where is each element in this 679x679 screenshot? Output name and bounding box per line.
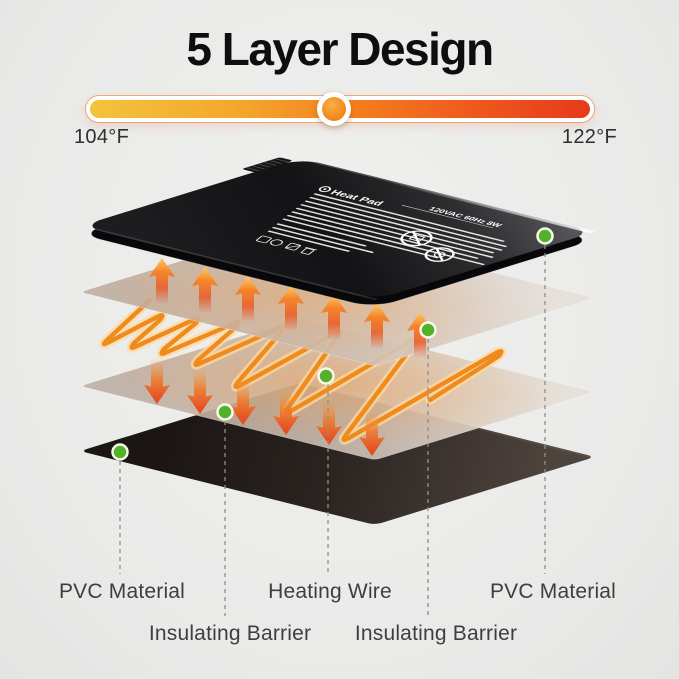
- pad-surface: [92, 161, 583, 297]
- certification-icons: [255, 235, 318, 255]
- callout-dot-heating-wire: [317, 367, 335, 385]
- temperature-slider: [86, 92, 594, 126]
- heat-pad-layer: Heat Pad 120VAC 60Hz 8W: [80, 157, 595, 305]
- callout-dot-pvc-left: [111, 443, 129, 461]
- callout-label-heating-wire: Heating Wire: [268, 580, 392, 603]
- brand-logo-icon: [318, 186, 332, 193]
- cable-strain-relief: [243, 157, 292, 172]
- no-cover-icon: [424, 247, 455, 262]
- slider-handle: [317, 92, 351, 126]
- page-title: 5 Layer Design: [186, 23, 494, 75]
- callout-dot-insulating-left: [216, 403, 234, 421]
- callout-label-insulating-right: Insulating Barrier: [354, 622, 518, 645]
- pad-gloss-highlight: [384, 180, 595, 233]
- callout-dot-insulating-right: [419, 321, 437, 339]
- callout-label-insulating-left: Insulating Barrier: [148, 622, 312, 645]
- min-temp-label: 104°F: [74, 126, 130, 148]
- max-temp-label: 122°F: [561, 126, 617, 148]
- callout-lines: [119, 245, 546, 616]
- callout-label-pvc-left: PVC Material: [58, 580, 186, 603]
- no-fold-icon: [400, 230, 433, 247]
- fine-print-lines: [267, 193, 507, 266]
- callout-dots: [111, 227, 554, 461]
- callout-label-pvc-right: PVC Material: [489, 580, 617, 603]
- callout-dot-pvc-right: [536, 227, 554, 245]
